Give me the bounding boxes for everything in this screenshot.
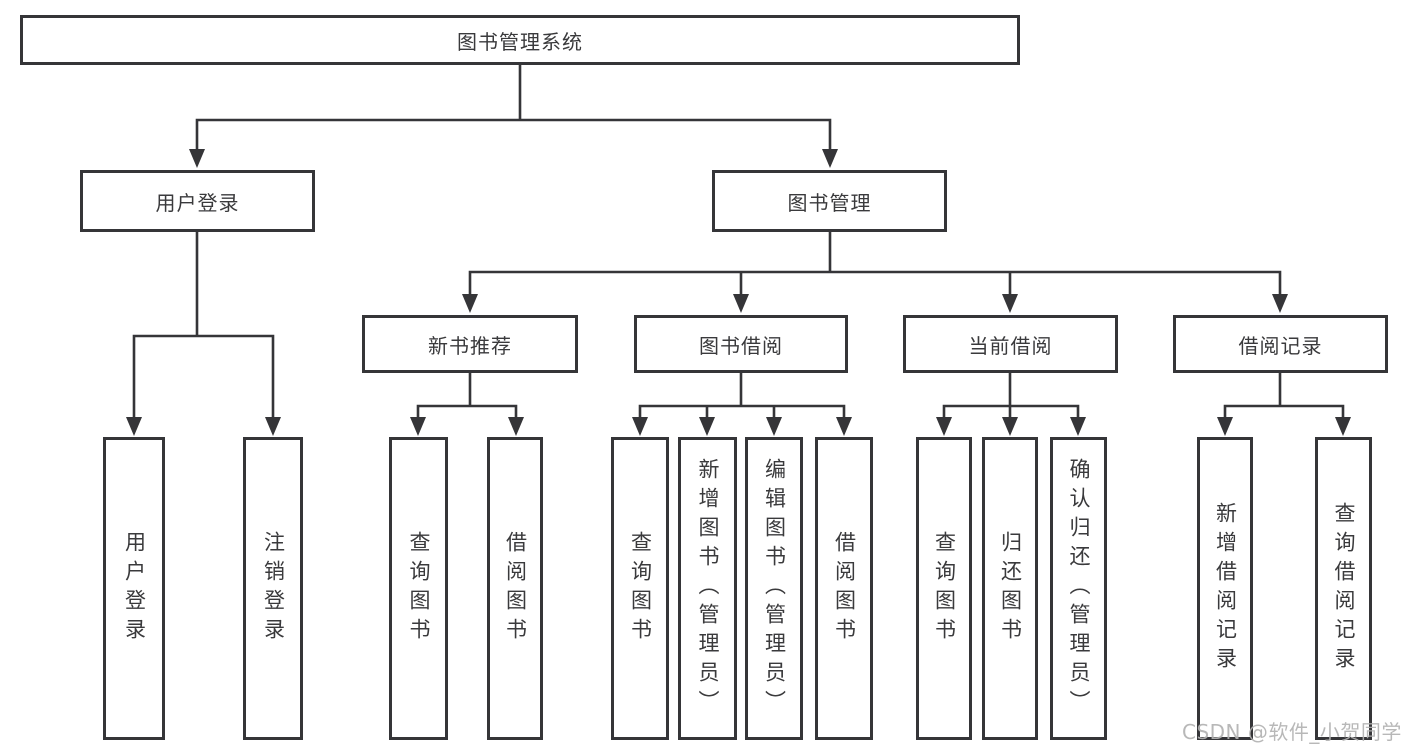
leaf-label: 查询借阅记录 <box>1332 501 1356 676</box>
leaf-label: 借阅图书 <box>503 530 528 647</box>
node-user-login: 用户登录 <box>80 170 315 232</box>
leaf-add-borrow-record: 新增借阅记录 <box>1197 437 1253 740</box>
edge-records-to-leaves <box>1217 371 1351 436</box>
leaf-label: 查询图书 <box>628 530 653 647</box>
leaf-label: 确认归还（管理员） <box>1067 458 1091 719</box>
leaf-label: 归还图书 <box>998 530 1023 647</box>
leaf-query-borrow-record: 查询借阅记录 <box>1315 437 1372 740</box>
node-book-management: 图书管理 <box>712 170 947 232</box>
leaf-label: 借阅图书 <box>832 530 857 647</box>
node-book-borrowing: 图书借阅 <box>634 315 848 373</box>
leaf-label: 新增借阅记录 <box>1213 501 1238 676</box>
leaf-edit-books-admin: 编辑图书（管理员） <box>745 437 803 740</box>
leaf-query-books-3: 查询图书 <box>916 437 972 740</box>
leaf-borrow-books-2: 借阅图书 <box>815 437 873 740</box>
leaf-query-books-1: 查询图书 <box>389 437 448 740</box>
edge-userlogin-to-leaves <box>126 230 281 436</box>
node-new-book-recommend: 新书推荐 <box>362 315 578 373</box>
leaf-label: 用户登录 <box>122 530 147 647</box>
leaf-return-books: 归还图书 <box>982 437 1038 740</box>
leaf-add-books-admin: 新增图书（管理员） <box>678 437 737 740</box>
node-current-borrowing: 当前借阅 <box>903 315 1118 373</box>
csdn-watermark: CSDN @软件_小贺同学 <box>1182 720 1402 744</box>
leaf-confirm-return-admin: 确认归还（管理员） <box>1050 437 1107 740</box>
edge-borrowing-to-leaves <box>632 371 852 436</box>
edge-current-to-leaves <box>936 371 1086 436</box>
leaf-user-login: 用户登录 <box>103 437 165 740</box>
leaf-label: 查询图书 <box>407 530 431 647</box>
edge-root-to-level2 <box>189 63 838 168</box>
leaf-label: 编辑图书（管理员） <box>762 458 787 719</box>
node-root-system: 图书管理系统 <box>20 15 1020 65</box>
leaf-logout: 注销登录 <box>243 437 303 740</box>
leaf-label: 注销登录 <box>261 530 286 647</box>
leaf-query-books-2: 查询图书 <box>611 437 669 740</box>
leaf-label: 查询图书 <box>932 530 957 647</box>
node-borrowing-records: 借阅记录 <box>1173 315 1388 373</box>
leaf-label: 新增图书（管理员） <box>696 458 720 719</box>
edge-newbooks-to-leaves <box>410 371 524 436</box>
leaf-borrow-books-1: 借阅图书 <box>487 437 543 740</box>
edge-bookmgmt-to-level3 <box>462 230 1288 313</box>
